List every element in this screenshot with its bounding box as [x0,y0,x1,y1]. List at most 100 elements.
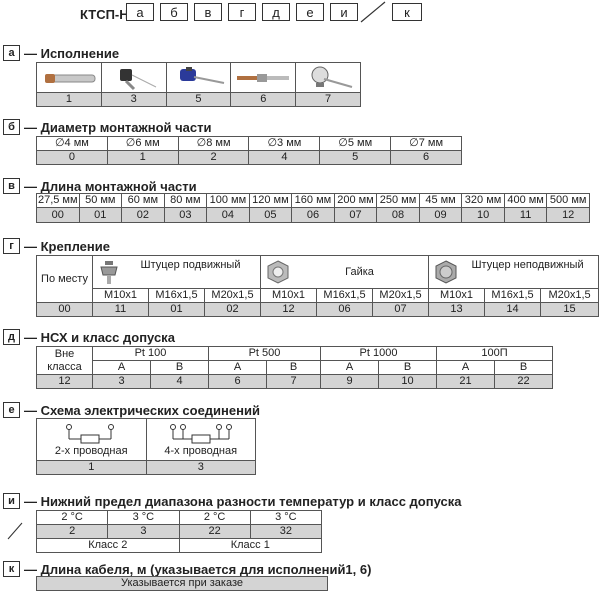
execution-code: 7 [295,92,361,107]
temp-value: 2 °C [35,510,109,525]
thread-size: M16x1,5 [148,288,205,303]
fixed-fitting-icon [435,260,457,284]
length-code: 02 [121,207,165,223]
execution-table: 1 3 5 6 7 [36,62,361,107]
nsh-type: Pt 100 [92,346,209,361]
diameter-table: ∅4 мм ∅6 мм ∅8 мм ∅3 мм ∅5 мм ∅7 мм 0 1 … [36,136,462,165]
cable-length-note: Указывается при заказе [36,576,328,591]
temp-code: 3 [107,524,180,539]
mount-code: 06 [316,302,374,317]
probe-head-angled-icon [100,62,167,93]
section-e-title: — Схема электрических соединений [24,403,260,418]
mount-code: 13 [428,302,486,317]
temp-code: 22 [178,524,251,539]
mount-code: 01 [148,302,205,317]
mount-code: 11 [92,302,149,317]
section-a-letter: а [3,45,20,61]
separator-slash [360,1,386,23]
execution-code: 6 [230,92,297,107]
execution-code: 1 [36,92,102,107]
wiring-4wire-cell: 4-х проводная [145,418,256,461]
thread-size: M20x1,5 [203,288,262,303]
mount-code: 00 [36,302,93,317]
length-code: 12 [546,207,590,223]
section-i-letter: и [3,493,20,509]
section-b-letter: б [3,119,20,135]
mount-group-fixed: Штуцер неподвижный [428,255,600,289]
length-code: 07 [333,207,378,223]
nsh-code: 7 [266,374,321,389]
header-box-k: к [392,3,422,21]
wiring-2wire-label: 2-х проводная [54,445,128,457]
length-value: 100 мм [206,193,250,208]
length-code: 09 [418,207,463,223]
thread-size: M16x1,5 [484,288,542,303]
diameter-code: 5 [319,150,392,165]
diameter-code: 6 [390,150,462,165]
length-value: 120 мм [248,193,293,208]
diameter-value: ∅4 мм [36,136,108,151]
header-box-d: д [262,3,290,21]
length-value: 27,5 мм [36,193,80,208]
section-a-title: — Исполнение [24,46,120,61]
execution-code: 5 [165,92,232,107]
length-value: 80 мм [163,193,208,208]
wiring-2wire-icon [66,424,114,444]
header-box-g: г [228,3,256,21]
probe-threaded-icon [230,62,297,93]
probe-head-blue-icon [165,62,232,93]
length-value: 160 мм [291,193,335,208]
section-v-letter: в [3,178,20,194]
temp-range-table: 2 °C 3 °C 2 °C 3 °C 2 3 22 32 Класс 2 Кл… [35,510,323,553]
length-value: 50 мм [78,193,123,208]
header-box-b: б [160,3,188,21]
section-i-title: — Нижний предел диапазона разности темпе… [24,494,462,509]
nsh-out-of-class: Вне класса [36,346,93,375]
length-code: 08 [376,207,420,223]
mount-code: 12 [260,302,318,317]
diameter-code: 0 [36,150,108,165]
nsh-code: 3 [92,374,151,389]
mount-group-fixed-label: Штуцер неподвижный [471,259,584,271]
length-value: 60 мм [121,193,165,208]
section-k-title: — Длина кабеля, м (указывается для испол… [24,562,372,577]
header-box-i: и [330,3,358,21]
nsh-code: 9 [320,374,379,389]
length-code: 11 [503,207,548,223]
nsh-class: В [377,360,438,375]
section-g-letter: г [3,238,20,254]
section-d-letter: д [3,329,20,345]
diameter-code: 2 [177,150,250,165]
cable-length-table: Указывается при заказе [36,576,328,591]
diameter-value: ∅6 мм [106,136,179,151]
length-code: 03 [163,207,208,223]
thread-size: M10x1 [260,288,318,303]
nsh-type: 100П [436,346,554,361]
nsh-code: 4 [150,374,209,389]
section-b-title: — Диаметр монтажной части [24,120,212,135]
diameter-value: ∅5 мм [319,136,392,151]
length-code: 05 [248,207,293,223]
mount-group-movable-label: Штуцер подвижный [140,259,241,271]
mount-by-place: По месту [36,255,93,303]
nsh-class: В [266,360,321,375]
mount-code: 14 [484,302,542,317]
length-code: 10 [461,207,505,223]
wiring-2wire-cell: 2-х проводная [36,418,147,461]
length-code: 04 [206,207,250,223]
temp-class: Класс 2 [36,538,180,553]
length-value: 250 мм [376,193,420,208]
product-code: КТСП-Н [80,7,129,22]
section-e-letter: е [3,402,20,418]
nsh-code: 10 [377,374,438,389]
temp-code: 32 [249,524,323,539]
probe-straight-icon [36,62,102,93]
nsh-code: 6 [208,374,267,389]
diameter-code: 1 [106,150,179,165]
execution-code: 3 [100,92,167,107]
temp-value: 2 °C [178,510,251,525]
nsh-type: Pt 1000 [319,346,438,361]
nsh-type: Pt 500 [208,346,321,361]
thread-size: M20x1,5 [540,288,600,303]
